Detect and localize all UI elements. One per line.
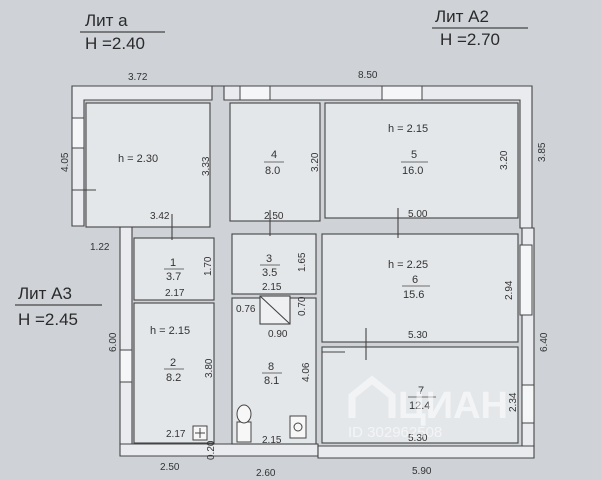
room-2-number: 2	[170, 357, 176, 369]
room-4-area: 8.0	[265, 165, 280, 177]
dim-right-top: 3.85	[537, 142, 548, 162]
room-5-height: h = 2.15	[388, 123, 428, 135]
dim-top-left: 3.72	[128, 72, 148, 83]
dim-234: 2.34	[508, 392, 519, 412]
watermark: ЦИАН ID 302962508	[348, 375, 508, 441]
windows	[71, 85, 535, 424]
lit-a3-height: H =2.45	[18, 310, 78, 329]
room-4	[229, 102, 321, 222]
sink-icon	[289, 415, 307, 439]
dimension-labels: 3.72 8.50 3.42 2.50 5.00 1.22 2.17 2.15 …	[60, 70, 550, 479]
room-7-area: 12.4	[409, 400, 430, 412]
dim-top-right: 8.50	[358, 70, 378, 81]
cian-logo-icon	[348, 375, 396, 418]
window-top-room4	[239, 85, 271, 101]
room-2	[133, 302, 215, 444]
room-2-height: h = 2.15	[150, 325, 190, 337]
window-right-room7	[521, 384, 535, 424]
room-1-number: 1	[170, 257, 176, 269]
room-6-number: 6	[412, 274, 418, 286]
lit-a-height: H =2.40	[85, 34, 145, 53]
lit-a3-name: Лит А3	[18, 284, 72, 303]
dim-294: 2.94	[504, 280, 515, 300]
dim-170: 1.70	[203, 256, 214, 276]
dim-left-mid: 6.00	[108, 332, 119, 352]
dim-215a: 2.15	[262, 282, 282, 293]
window-right-room6	[519, 244, 533, 316]
dim-070: 0.70	[297, 296, 308, 316]
room-5	[324, 102, 519, 219]
dim-217a: 2.17	[165, 288, 185, 299]
room-8-number: 8	[268, 361, 274, 373]
closet-box	[259, 295, 291, 325]
room-1-area: 3.7	[166, 271, 181, 283]
window-top-room5	[381, 85, 423, 101]
room-big-height: h = 2.30	[118, 153, 158, 165]
dim-215b: 2.15	[262, 435, 282, 446]
dim-bottom-mid: 2.60	[256, 468, 276, 479]
dim-076: 0.76	[236, 304, 256, 315]
room-3-number: 3	[266, 253, 272, 265]
dim-530b: 5.30	[408, 433, 428, 444]
room-6-height: h = 2.25	[388, 259, 428, 271]
dim-320b: 3.20	[499, 150, 510, 170]
room-2-area: 8.2	[166, 372, 181, 384]
dim-530a: 5.30	[408, 330, 428, 341]
dim-320a: 3.20	[310, 152, 321, 172]
room-outlines	[85, 102, 519, 445]
lit-a2-name: Лит А2	[435, 7, 489, 26]
dim-217b: 2.17	[166, 429, 186, 440]
room-labels: h = 2.30 4 8.0 h = 2.15 5 16.0 1 3.7 3 3…	[118, 123, 436, 412]
door-marks	[72, 189, 399, 360]
window-left-mid	[119, 349, 133, 383]
dim-122: 1.22	[90, 242, 110, 253]
toilet-icon	[236, 404, 252, 443]
dim-020: 0.20	[206, 440, 217, 460]
dim-333: 3.33	[201, 156, 212, 176]
room-6-area: 15.6	[403, 289, 424, 301]
room-5-area: 16.0	[402, 165, 423, 177]
room-8-area: 8.1	[264, 375, 279, 387]
room-3	[231, 233, 317, 295]
dim-500: 5.00	[408, 209, 428, 220]
dim-bottom-right: 5.90	[412, 466, 432, 477]
room-big-left	[85, 102, 211, 228]
watermark-brand: ЦИАН	[398, 385, 508, 427]
dim-165: 1.65	[297, 252, 308, 272]
dim-406: 4.06	[301, 362, 312, 382]
stove-icon	[192, 425, 208, 441]
room-5-number: 5	[411, 149, 417, 161]
room-4-number: 4	[271, 149, 277, 161]
lit-a-name: Лит а	[85, 11, 128, 30]
lit-a2-height: H =2.70	[440, 30, 500, 49]
dim-250: 2.50	[264, 211, 284, 222]
dim-342: 3.42	[150, 211, 170, 222]
dim-left-top: 4.05	[60, 152, 71, 172]
window-left-top	[71, 117, 85, 149]
watermark-id: ID 302962508	[348, 424, 442, 441]
dim-090: 0.90	[268, 329, 288, 340]
dim-bottom-left: 2.50	[160, 462, 180, 473]
dim-right-mid: 6.40	[539, 332, 550, 352]
room-6	[321, 233, 519, 343]
dim-380: 3.80	[204, 358, 215, 378]
room-7-number: 7	[418, 385, 424, 397]
room-3-area: 3.5	[262, 267, 277, 279]
